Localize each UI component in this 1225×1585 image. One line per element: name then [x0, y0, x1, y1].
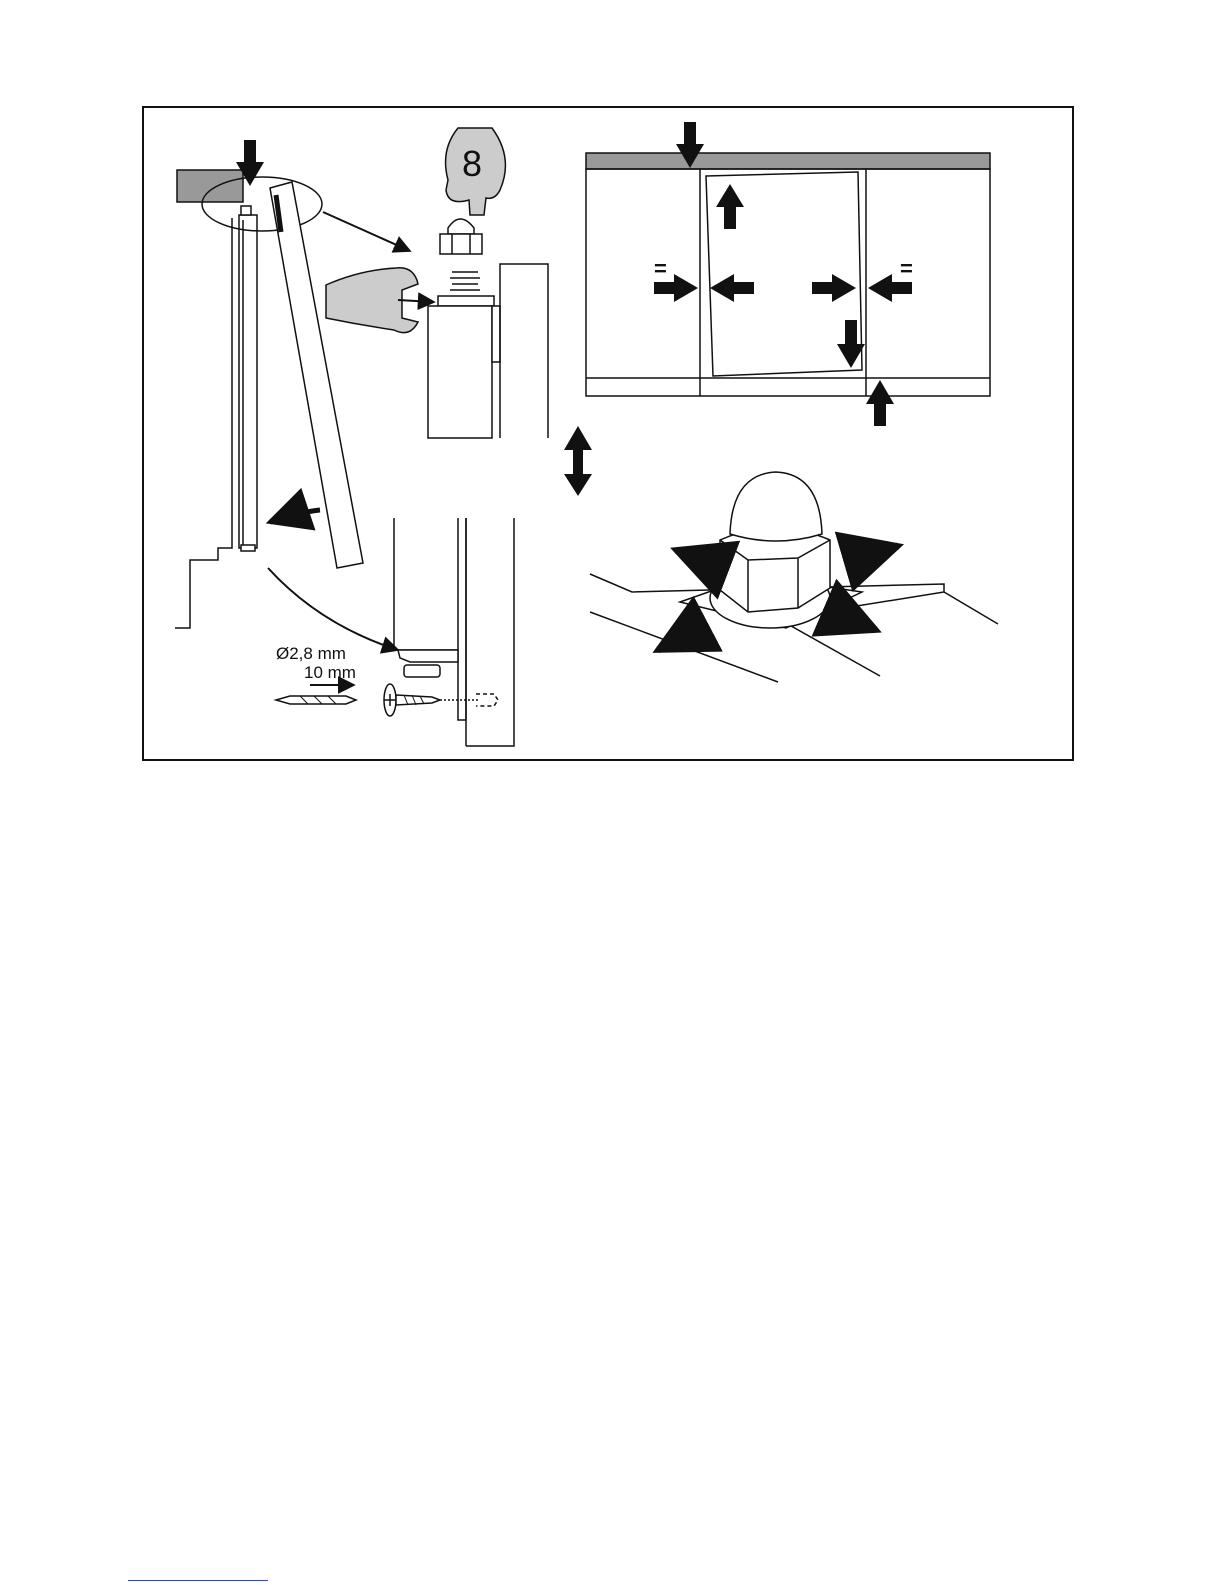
- cap-nut-icon: [448, 219, 474, 234]
- worktop-strip: [586, 153, 990, 169]
- pointer-arrow-icon: [323, 212, 410, 251]
- worktop-block: [177, 170, 243, 202]
- screw-icon: [384, 684, 440, 716]
- panel-front-alignment: [586, 153, 990, 396]
- panel-nut-detail: [326, 128, 548, 438]
- panel-door-side-view: [175, 170, 363, 628]
- drill-depth-label: 10 mm: [304, 663, 356, 682]
- equal-gap-right-label: =: [900, 256, 913, 281]
- vertical-double-arrow-icon: [564, 426, 592, 496]
- wrench-size-label: 8: [462, 143, 482, 184]
- appliance-post: [239, 215, 257, 548]
- equal-gap-left-label: =: [654, 256, 667, 281]
- curved-arrow-icon: [270, 510, 320, 522]
- connector-curve: [268, 568, 398, 650]
- footer-rule: [128, 1580, 268, 1581]
- detail-circle: [202, 177, 322, 231]
- drill-bit-icon: [276, 696, 356, 704]
- drill-diameter-label: Ø2,8 mm: [276, 644, 346, 663]
- small-pointer-arrow-icon: [398, 300, 434, 302]
- panel-lower-fixing: [276, 518, 514, 746]
- panel-cap-nut-adjustment: [590, 472, 998, 682]
